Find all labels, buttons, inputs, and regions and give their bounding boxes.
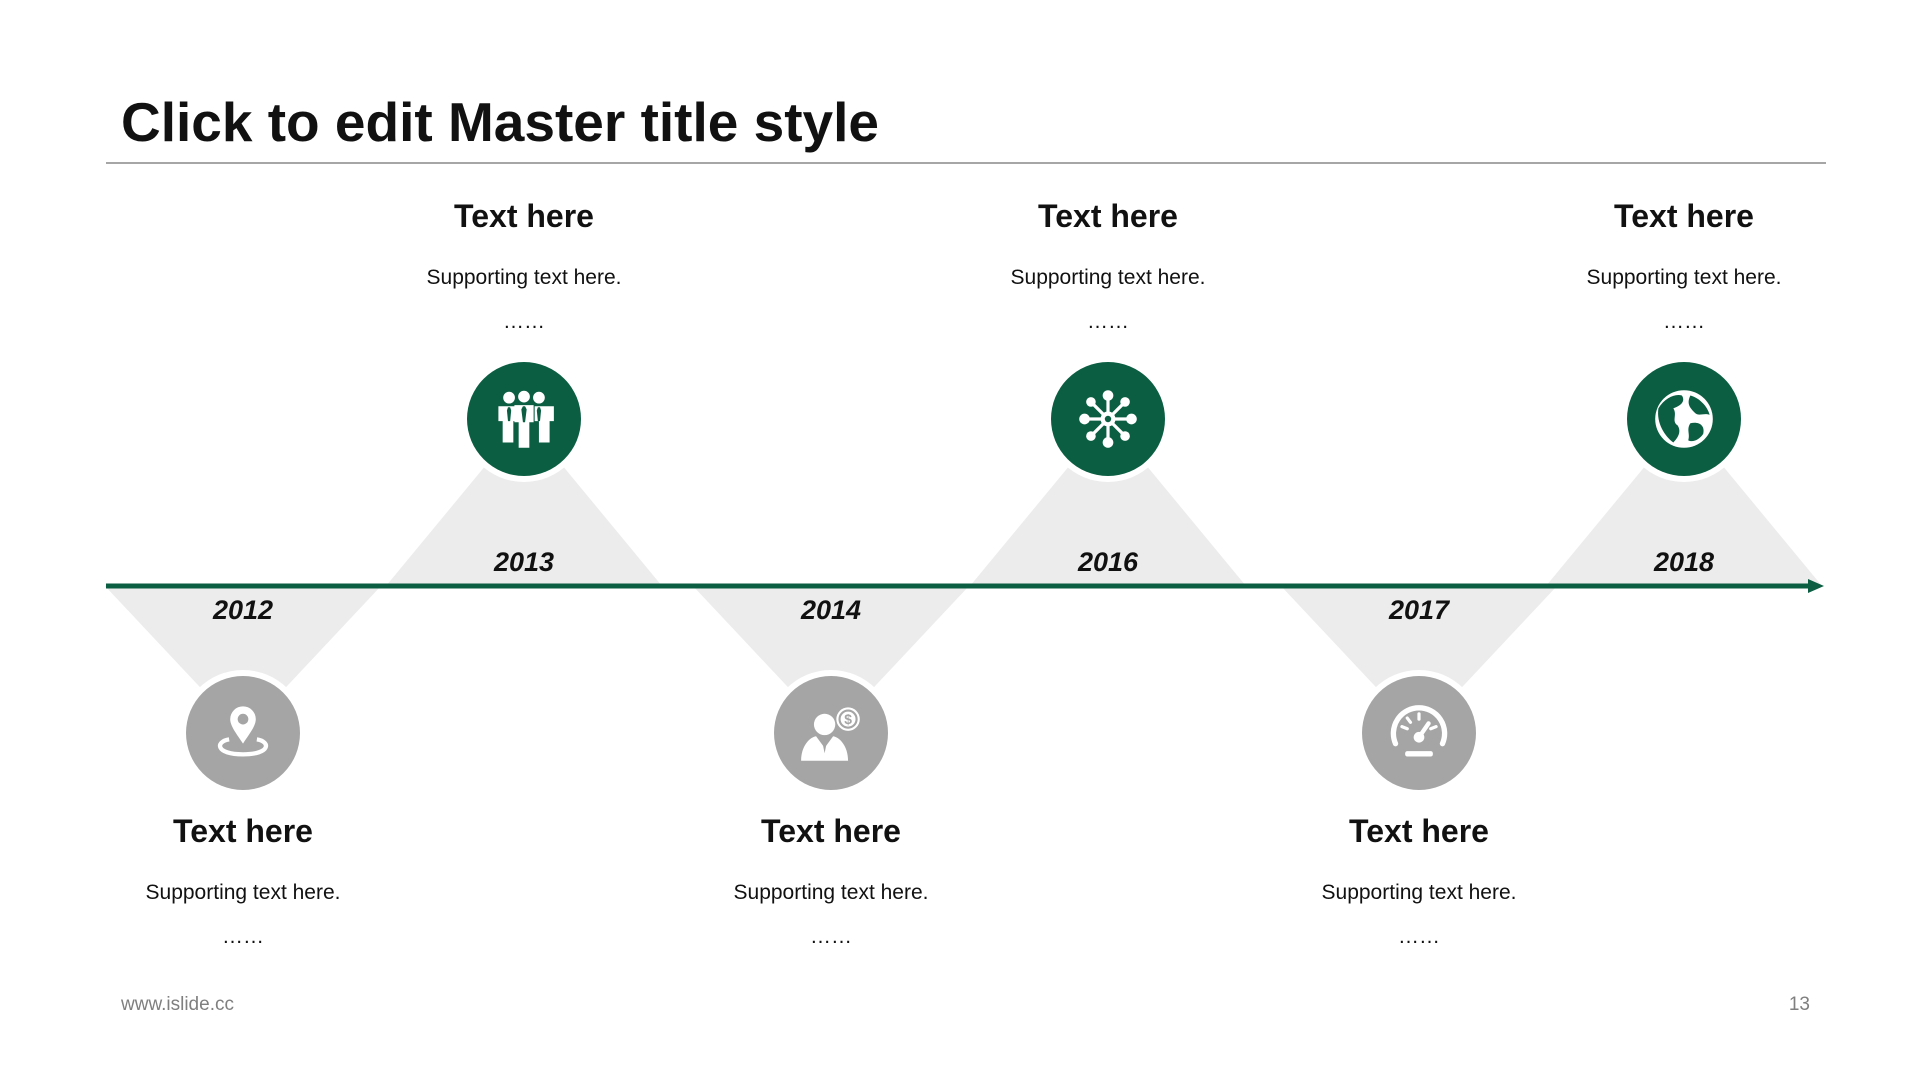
year-label-2017: 2017 [1388, 595, 1450, 625]
milestone-connector-2018 [1546, 419, 1822, 586]
timeline-arrowhead [1808, 579, 1824, 593]
milestone-connector-2016 [970, 419, 1246, 586]
milestone-supporting-text: Supporting text here. [145, 881, 341, 904]
milestone-supporting-text: Supporting text here. [733, 881, 929, 904]
milestone-supporting-text: Supporting text here. [1321, 881, 1517, 904]
milestone-connector-2013 [386, 419, 662, 586]
slide-title: Click to edit Master title style [121, 91, 879, 153]
milestone-ellipsis: …… [810, 925, 852, 948]
title-divider [106, 162, 1826, 164]
milestone-heading: Text here [761, 813, 901, 849]
milestone-heading: Text here [173, 813, 313, 849]
milestone-connector-2017 [1281, 586, 1557, 733]
milestone-ellipsis: …… [222, 925, 264, 948]
year-label-2016: 2016 [1077, 547, 1139, 577]
network-hub-icon [1077, 388, 1139, 450]
milestone-heading: Text here [1614, 198, 1754, 234]
milestone-heading: Text here [454, 198, 594, 234]
milestone-heading: Text here [1349, 813, 1489, 849]
footer-url: www.islide.cc [121, 994, 234, 1015]
year-label-2014: 2014 [800, 595, 862, 625]
year-label-2012: 2012 [212, 595, 274, 625]
milestone-ellipsis: …… [503, 310, 545, 333]
milestone-supporting-text: Supporting text here. [1586, 266, 1782, 289]
milestone-supporting-text: Supporting text here. [426, 266, 622, 289]
year-label-2018: 2018 [1653, 547, 1715, 577]
page-number: 13 [1788, 994, 1810, 1015]
year-label-2013: 2013 [493, 547, 555, 577]
milestone-connector-2012 [105, 586, 381, 733]
milestone-supporting-text: Supporting text here. [1010, 266, 1206, 289]
milestone-ellipsis: …… [1087, 310, 1129, 333]
milestone-connector-2014 [693, 586, 969, 733]
milestone-heading: Text here [1038, 198, 1178, 234]
milestone-ellipsis: …… [1663, 310, 1705, 333]
milestone-ellipsis: …… [1398, 925, 1440, 948]
globe-icon [1655, 390, 1713, 448]
